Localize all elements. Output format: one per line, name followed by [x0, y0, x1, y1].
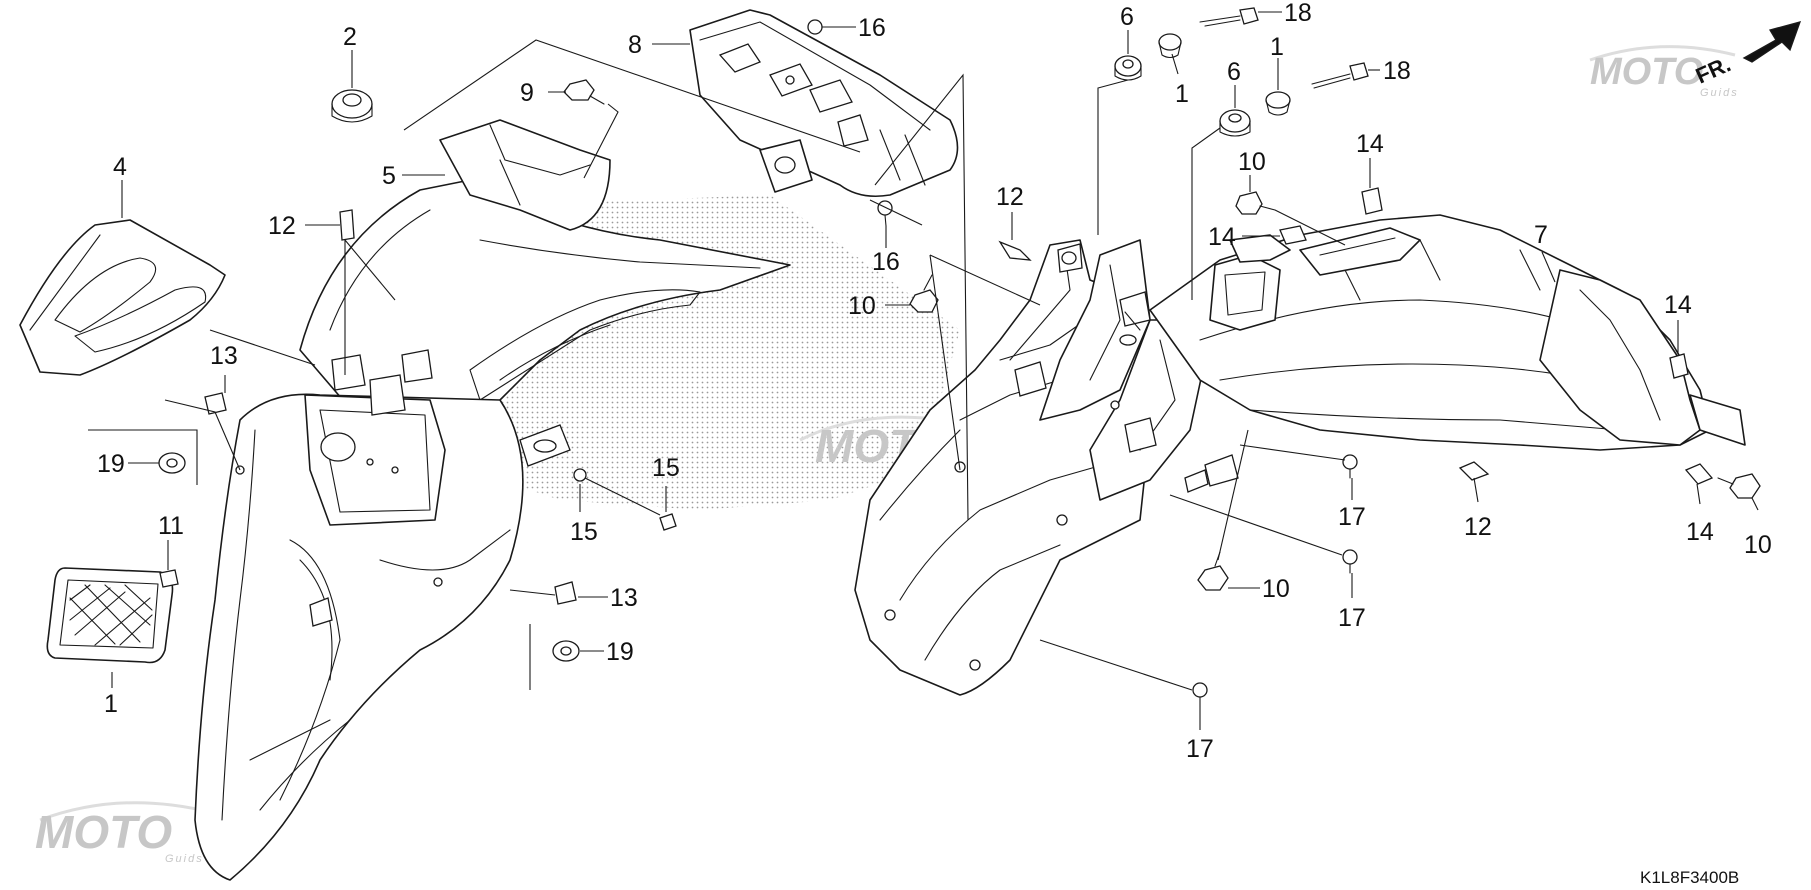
callout-10-right: 10	[1744, 531, 1772, 559]
rear-cover	[19, 219, 226, 376]
callout-4: 4	[113, 153, 127, 181]
bolt-10a	[909, 274, 939, 313]
clip-12c	[1458, 461, 1490, 481]
bolt-10c	[1197, 551, 1229, 591]
watermark-logo-bottom-left: MOTO Guids	[35, 801, 211, 865]
rear-fender	[194, 119, 791, 881]
screw-17c	[1192, 682, 1208, 707]
callout-15-left: 15	[570, 518, 598, 546]
leader-lines	[88, 11, 1759, 730]
watermark-subtext: Guids	[165, 853, 204, 865]
watermark-logo-top-right: MOTO Guids	[1589, 45, 1739, 99]
diagram-code: K1L8F3400B	[1640, 868, 1739, 887]
reflector	[46, 567, 174, 664]
bolt-18b	[1311, 62, 1369, 89]
callout-10-lower: 10	[1262, 575, 1290, 603]
callout-13-lower: 13	[610, 584, 638, 612]
callout-13-upper: 13	[210, 342, 238, 370]
callout-14-lower: 14	[1686, 518, 1714, 546]
clip-14c	[1669, 353, 1689, 379]
callout-10-upper: 10	[1238, 148, 1266, 176]
bolt-10d	[1717, 473, 1761, 499]
callout-17-lower: 17	[1186, 735, 1214, 763]
callout-19-upper: 19	[97, 450, 125, 478]
callout-15-right: 15	[652, 454, 680, 482]
collar-1a	[1158, 33, 1182, 59]
callout-5: 5	[382, 162, 396, 190]
callout-1-right: 1	[1270, 33, 1284, 61]
clip-14d	[1684, 463, 1714, 485]
callout-labels: 2 4 5 9 8 16 16 12 13 19 11 1 13 19 15 1…	[97, 0, 1772, 763]
screw-16b	[877, 200, 893, 227]
callout-6-right: 6	[1227, 58, 1241, 86]
watermark-subtext: Guids	[1700, 87, 1739, 99]
callout-16-mid: 16	[872, 248, 900, 276]
clip-12b	[998, 240, 1032, 261]
grommet-3	[331, 89, 373, 123]
watermark-text: MOTO	[1590, 51, 1703, 93]
callout-16-top: 16	[858, 14, 886, 42]
hardware	[158, 7, 1761, 707]
grommet-6a	[1114, 55, 1142, 81]
callout-19-lower: 19	[606, 638, 634, 666]
callout-14-mid: 14	[1208, 223, 1236, 251]
washer-19b	[552, 640, 580, 662]
callout-3: 2	[343, 23, 357, 51]
nut-11	[159, 569, 179, 588]
callout-11: 11	[158, 512, 184, 540]
bolt-9	[563, 79, 605, 105]
collar-1b	[1265, 91, 1291, 116]
clip-14b	[1279, 225, 1307, 245]
nut-13a	[204, 392, 227, 415]
callout-12-left: 12	[268, 212, 296, 240]
callout-7: 7	[1534, 221, 1548, 249]
callout-1-left: 1	[1175, 80, 1189, 108]
watermark-text: MOTO	[35, 806, 172, 858]
callout-12-right: 12	[1464, 513, 1492, 541]
inner-fender	[854, 214, 1746, 696]
washer-19a	[158, 452, 186, 474]
nut-13b	[554, 581, 577, 605]
callout-18-right: 18	[1383, 57, 1411, 85]
screw-15b	[659, 513, 677, 531]
mount-bracket	[689, 9, 959, 198]
callout-17-upper: 17	[1338, 503, 1366, 531]
callout-14-right: 14	[1664, 291, 1692, 319]
clip-12a	[339, 209, 355, 241]
callout-2: 1	[104, 690, 118, 718]
screw-17a	[1342, 454, 1358, 479]
screw-17b	[1342, 549, 1358, 574]
bolt-10b	[1235, 191, 1276, 215]
callout-6-left: 6	[1120, 3, 1134, 31]
callout-8: 8	[628, 31, 642, 59]
screw-15a	[573, 468, 587, 482]
front-direction-arrow: FR.	[1692, 21, 1802, 89]
clip-14a	[1361, 187, 1383, 215]
callout-17-middle: 17	[1338, 604, 1366, 632]
callout-14-upper: 14	[1356, 130, 1384, 158]
callout-18-top: 18	[1284, 0, 1312, 27]
screw-16a	[807, 19, 837, 35]
grommet-6b	[1219, 109, 1251, 137]
callout-12-mid: 12	[996, 183, 1024, 211]
callout-10-mid: 10	[848, 292, 876, 320]
bolt-18a	[1199, 7, 1259, 27]
callout-9: 9	[520, 79, 534, 107]
